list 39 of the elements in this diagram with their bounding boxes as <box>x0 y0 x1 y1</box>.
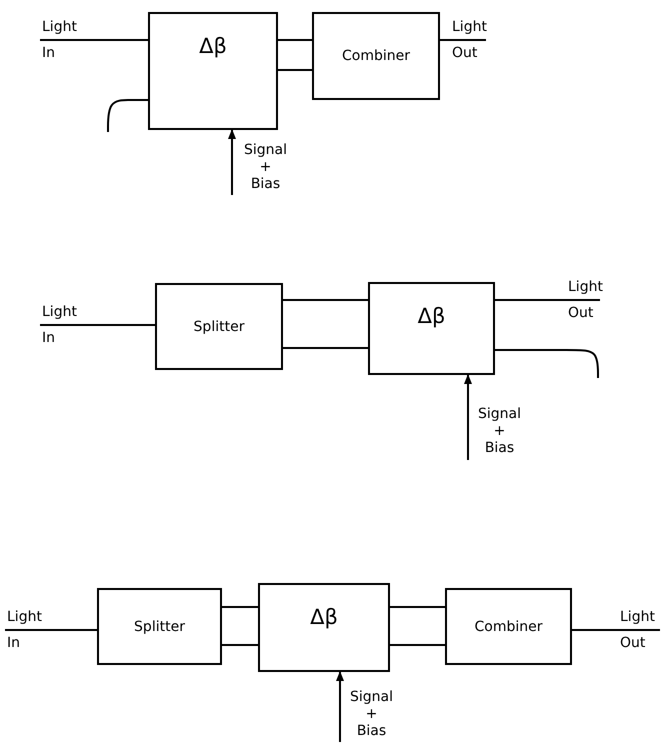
connector-line <box>283 347 368 349</box>
connector-line <box>107 99 148 132</box>
process-box <box>368 282 495 375</box>
box-label: Splitter <box>134 618 185 634</box>
edge-label: Light Out <box>620 608 655 653</box>
process-box <box>97 588 222 665</box>
arrow <box>228 129 236 195</box>
connector-line <box>40 324 155 326</box>
box-label: Splitter <box>194 318 244 334</box>
arrow <box>464 374 472 460</box>
edge-label: Light Out <box>452 18 487 63</box>
edge-label: Light Out <box>568 278 603 323</box>
symbol-label: Δβ <box>199 34 227 58</box>
connector-line <box>40 39 148 41</box>
process-box <box>148 12 278 130</box>
connector-line <box>390 606 445 608</box>
connector-line <box>390 644 445 646</box>
connector-line <box>495 349 599 378</box>
connector-line <box>495 299 600 301</box>
connector-line <box>5 629 97 631</box>
connector-line <box>572 629 660 631</box>
symbol-label: Δβ <box>418 304 446 328</box>
connector-line <box>440 39 486 41</box>
edge-label: Light In <box>42 18 77 63</box>
connector-line <box>283 299 368 301</box>
process-box <box>312 12 440 100</box>
box-label: Combiner <box>342 48 410 64</box>
process-box <box>445 588 572 665</box>
connector-line <box>222 606 258 608</box>
edge-label: Light In <box>42 303 77 348</box>
connector-line <box>222 644 258 646</box>
process-box <box>258 583 390 672</box>
connector-line <box>278 39 312 41</box>
process-box <box>155 283 283 370</box>
box-label: Combiner <box>474 618 542 634</box>
connector-line <box>278 69 312 71</box>
edge-label: Light In <box>7 608 42 653</box>
arrow <box>336 671 344 742</box>
symbol-label: Δβ <box>310 605 338 629</box>
